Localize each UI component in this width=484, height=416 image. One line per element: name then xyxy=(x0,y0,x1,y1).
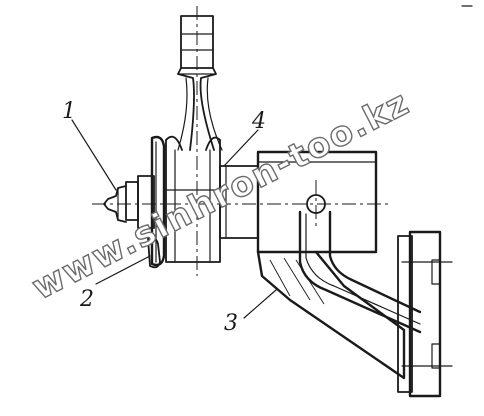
bracket-arm xyxy=(256,210,422,380)
leader-1 xyxy=(71,119,117,191)
callout-1: 1 xyxy=(62,99,76,124)
leader-4 xyxy=(223,129,259,167)
vertical-lever xyxy=(177,15,223,151)
leader-3 xyxy=(243,289,277,319)
watermark-text: www.sinhron-too.kz xyxy=(26,83,417,308)
leader-lines xyxy=(71,119,277,319)
center-axes xyxy=(92,6,392,276)
callout-2: 2 xyxy=(79,287,94,312)
callout-4: 4 xyxy=(251,109,266,134)
leader-2 xyxy=(95,255,151,285)
mounting-flange xyxy=(397,230,453,398)
callout-3: 3 xyxy=(224,311,238,336)
